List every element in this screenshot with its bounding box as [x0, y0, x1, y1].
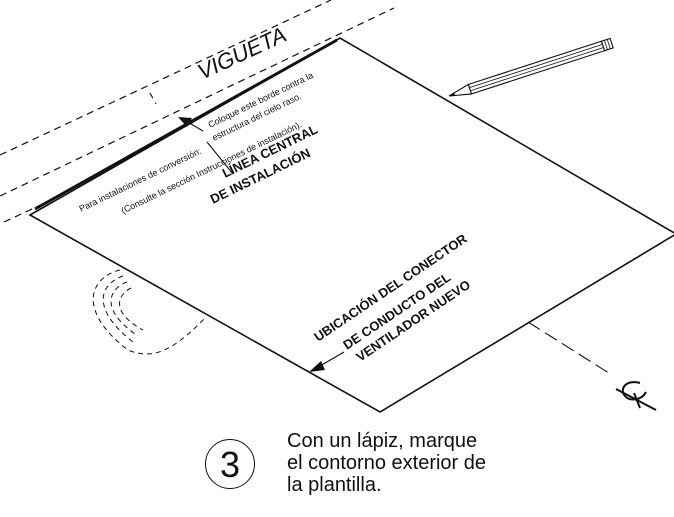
joist-line-middle: [0, 7, 395, 197]
edge-arrow: [178, 117, 204, 132]
joist-line-top: [0, 0, 332, 156]
step-instruction: Con un lápiz, marque el contorno exterio…: [287, 430, 547, 496]
duct-outline: [92, 269, 206, 355]
centerline-extension: [527, 321, 613, 376]
step-text-line-1: Con un lápiz, marque: [287, 430, 478, 452]
pencil-icon: [448, 37, 614, 97]
step-number-badge: 3: [205, 439, 255, 489]
centerline-tick: [206, 141, 234, 175]
centerline-markers: [149, 92, 613, 376]
step-text-line-3: la plantilla.: [287, 474, 382, 496]
centerline-icon: [615, 381, 657, 411]
connector-arrow: [309, 351, 345, 372]
template-sheet: [28, 37, 674, 413]
step-text-line-2: el contorno exterior de: [287, 452, 487, 474]
